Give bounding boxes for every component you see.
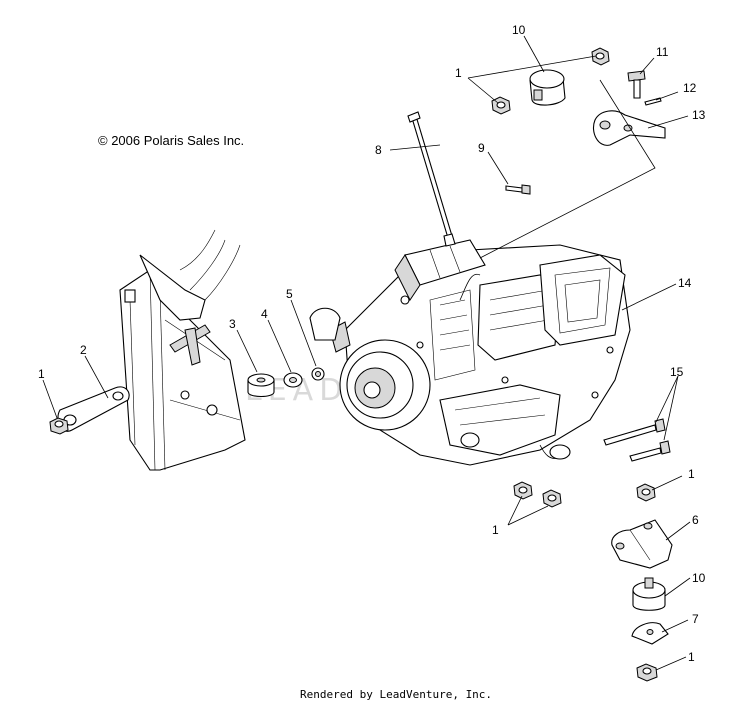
callout-14: 14 (678, 276, 692, 290)
part-1-nut-mid-b (542, 489, 562, 508)
callout-labels: 1 10 11 12 13 8 9 14 5 4 3 2 1 15 1 1 6 … (38, 23, 706, 664)
callout-15: 15 (670, 365, 684, 379)
callout-13: 13 (692, 108, 706, 122)
callout-1-top: 1 (455, 66, 462, 80)
callout-5: 5 (286, 287, 293, 301)
part-8-rod (407, 111, 456, 247)
part-11-bolt (627, 70, 646, 99)
callout-9: 9 (478, 141, 485, 155)
leader-lines (42, 35, 691, 671)
callout-11: 11 (656, 45, 669, 59)
callout-1-right: 1 (688, 467, 695, 481)
callout-1-bottom: 1 (688, 650, 695, 664)
part-10-mount-top (529, 69, 566, 106)
part-1-nut-top-left (491, 96, 511, 115)
part-5-washer (311, 367, 325, 381)
part-9-bolt (505, 184, 531, 195)
callout-1-left: 1 (38, 367, 45, 381)
part-14-engine (309, 239, 631, 466)
part-15-bolt-a (603, 418, 666, 446)
callout-2: 2 (80, 343, 87, 357)
callout-8: 8 (375, 143, 382, 157)
part-7-plate (631, 622, 669, 645)
part-13-bracket (592, 110, 666, 146)
part-1-nut-left (49, 417, 69, 435)
part-15-bolt-b (629, 440, 671, 462)
callout-3: 3 (229, 317, 236, 331)
frame-bracket (119, 229, 246, 471)
part-2-plate (57, 386, 130, 432)
callout-6: 6 (692, 513, 699, 527)
part-1-nut-bottom (636, 663, 658, 682)
part-10-mount-bottom (632, 577, 666, 611)
callout-10-bottom: 10 (692, 571, 706, 585)
part-4-washer (283, 372, 303, 388)
callout-12: 12 (683, 81, 697, 95)
callout-7: 7 (692, 612, 699, 626)
part-1-nut-right (636, 483, 656, 502)
callout-1-mid: 1 (492, 523, 499, 537)
part-3-bushing (247, 373, 275, 398)
callout-10-top: 10 (512, 23, 526, 37)
footer-text: Rendered by LeadVenture, Inc. (300, 688, 492, 701)
part-1-nut-top-right (591, 47, 610, 66)
callout-4: 4 (261, 307, 268, 321)
part-6-bracket (611, 519, 673, 569)
copyright-text: © 2006 Polaris Sales Inc. (98, 133, 244, 148)
part-1-nut-mid-a (513, 481, 533, 500)
